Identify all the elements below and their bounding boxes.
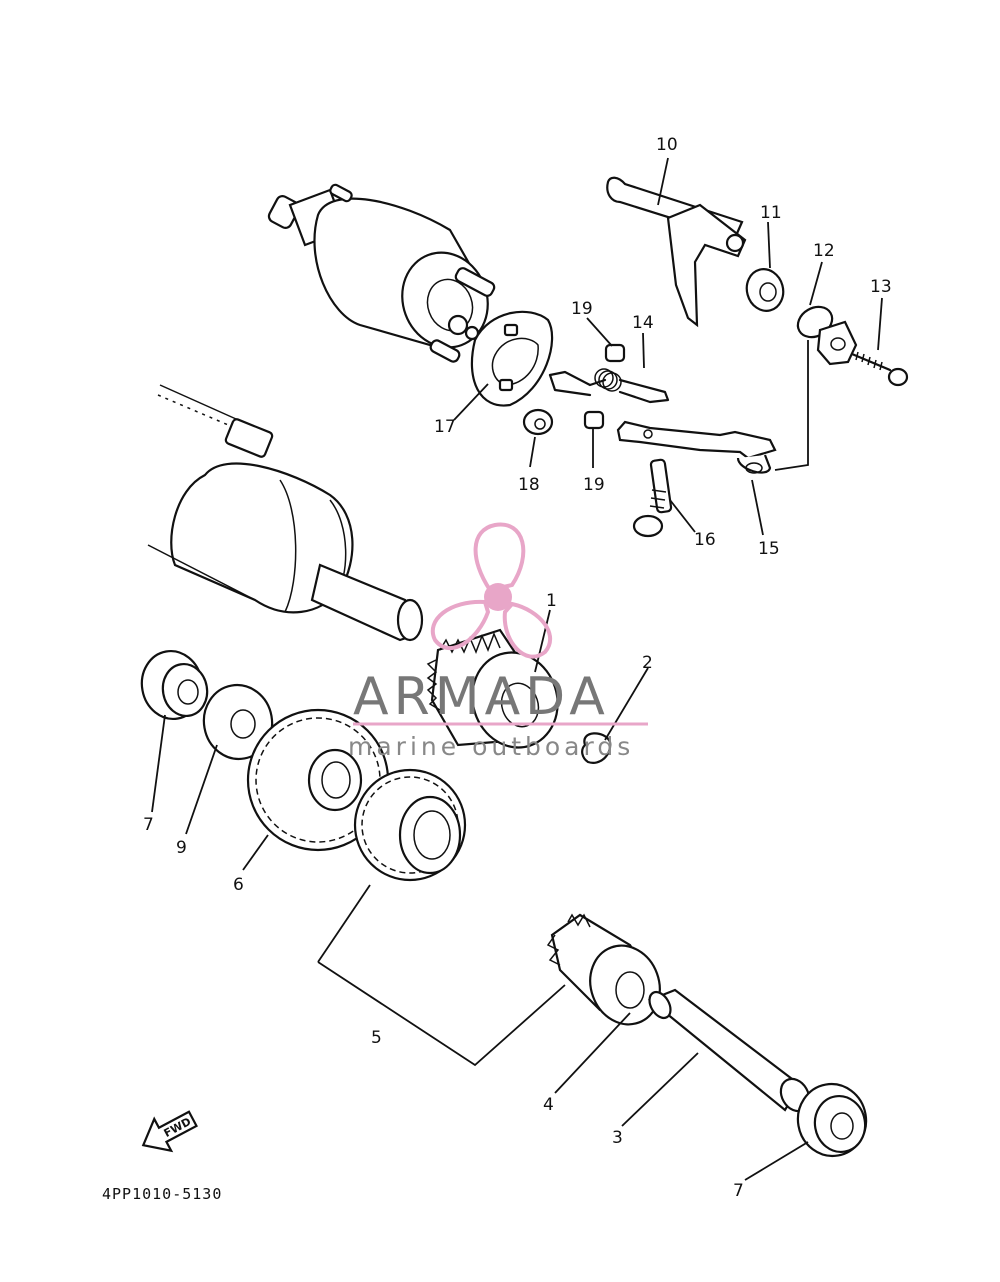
screw-13 (850, 351, 909, 387)
callout-19-lower: 19 (583, 475, 605, 495)
callout-3: 3 (612, 1128, 623, 1148)
starter-motor (147, 384, 424, 642)
propeller-blade-icon (473, 522, 526, 593)
callout-2: 2 (642, 653, 653, 673)
bolt-16 (632, 458, 673, 538)
armada-watermark: ARMADA marine outboards (348, 522, 648, 761)
starter-solenoid (267, 183, 496, 363)
propeller-blade-icon (502, 601, 553, 659)
propeller-blade-icon (431, 599, 491, 651)
gear-6 (246, 708, 390, 852)
spline-gear-4 (546, 913, 661, 1026)
callout-10: 10 (656, 135, 678, 155)
bearing-7-left (140, 650, 209, 720)
callout-9: 9 (176, 838, 187, 858)
torsion-spring-15 (548, 368, 670, 404)
callout-labels: 10 11 12 13 19 14 17 18 19 16 15 1 2 7 9… (143, 135, 892, 1201)
callout-1: 1 (546, 591, 557, 611)
gasket-17 (470, 310, 554, 407)
collar-12 (796, 305, 858, 366)
propeller-hub-icon (484, 583, 512, 611)
washer-11 (745, 268, 785, 312)
diagram-code: 4PP1010-5130 (102, 1185, 222, 1203)
watermark-title: ARMADA (353, 667, 610, 727)
callout-11: 11 (760, 203, 782, 223)
callout-7-right: 7 (733, 1181, 744, 1201)
callout-18: 18 (518, 475, 540, 495)
collar-19-upper (604, 343, 626, 363)
shift-lever-14 (616, 420, 777, 474)
callout-16: 16 (694, 530, 716, 550)
callout-14: 15 (758, 539, 780, 559)
callout-13: 13 (870, 277, 892, 297)
callout-19-upper: 19 (571, 299, 593, 319)
nut-18 (522, 408, 554, 436)
propeller-logo-icon (431, 522, 553, 659)
bearing-7-right (796, 1082, 868, 1158)
collar-19-lower (583, 410, 605, 430)
fwd-direction-arrow: FWD (141, 1110, 198, 1153)
leader-lines (151, 157, 883, 1181)
callout-15: 14 (632, 313, 654, 333)
callout-12: 12 (813, 241, 835, 261)
watermark-subtitle: marine outboards (348, 732, 634, 761)
washer-9 (202, 683, 274, 761)
shaft-3 (647, 988, 811, 1113)
callout-17: 17 (434, 417, 456, 437)
callout-7-left: 7 (143, 815, 154, 835)
shift-rod-10 (606, 176, 747, 328)
driven-gear-5 (353, 768, 467, 882)
circlip-2 (581, 732, 612, 764)
callout-6: 6 (233, 875, 244, 895)
callout-5: 5 (371, 1028, 382, 1048)
callout-4: 4 (543, 1095, 554, 1115)
